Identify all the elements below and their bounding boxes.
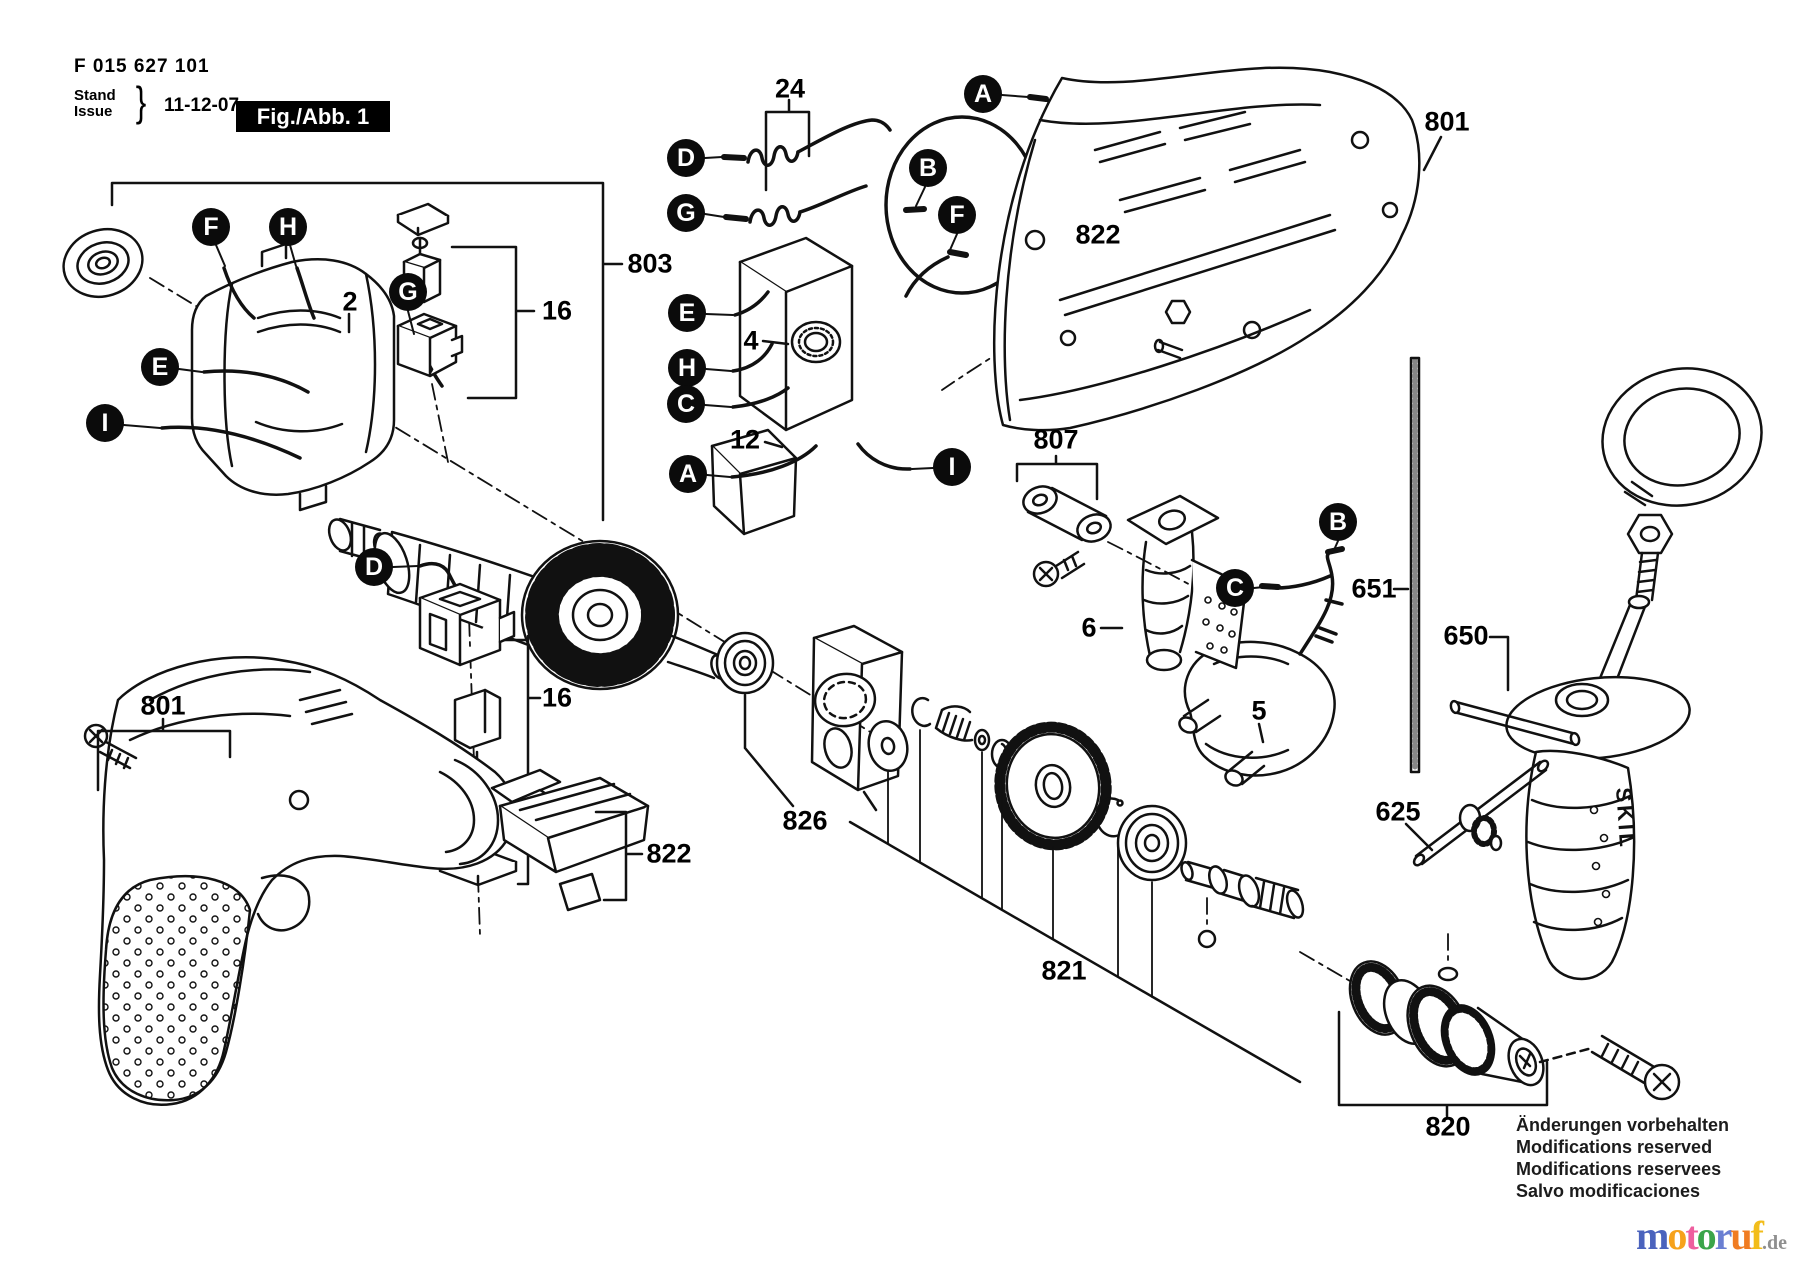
field-plate-assembly: [710, 236, 912, 536]
disclaimer-line: Modifications reserved: [1516, 1137, 1713, 1157]
stand-label: Stand: [74, 87, 116, 104]
watermark-letter: m: [1636, 1213, 1669, 1258]
armature-bearing-left: [62, 228, 144, 298]
cord-guard-6: [1099, 494, 1248, 672]
stand-issue-label: Stand Issue: [74, 88, 116, 120]
selector-lever-822: [490, 768, 650, 912]
bracket-803: [110, 181, 624, 522]
switch-assembly-top: [396, 202, 536, 400]
watermark-letter: f: [1750, 1213, 1764, 1258]
watermark-letter: o: [1696, 1213, 1717, 1258]
disclaimer-line: Änderungen vorbehalten: [1516, 1115, 1730, 1135]
letter-leader-lines: [123, 94, 1339, 589]
disclaimer-line: Modifications reservees: [1516, 1159, 1722, 1179]
side-handle-650: SKIL: [1488, 367, 1763, 980]
part-number: F 015 627 101: [74, 56, 210, 77]
stator-field-coil: [160, 242, 444, 512]
figure-label-box: Fig./Abb. 1: [236, 101, 390, 132]
disclaimer-line: Salvo modificaciones: [1516, 1181, 1701, 1201]
cord-clamp-807: [1015, 454, 1112, 588]
watermark-letter: u: [1730, 1213, 1752, 1258]
watermark-letter: r: [1714, 1213, 1733, 1258]
motoruf-logo[interactable]: motoruf.de: [1636, 1212, 1787, 1259]
gear-train-821: [848, 696, 1305, 1084]
watermark-letter: t: [1685, 1213, 1698, 1258]
motor-housing-half: [992, 66, 1443, 432]
drill-chuck-820: [1337, 960, 1681, 1118]
depth-rod-651: [1392, 356, 1421, 774]
gearcase-plate-826: [715, 624, 904, 812]
drill-housing-half: [83, 656, 516, 1106]
watermark-letter: o: [1667, 1213, 1687, 1258]
issue-date: 11-12-07: [164, 95, 240, 116]
brace-glyph: }: [135, 78, 147, 125]
issue-label: Issue: [74, 103, 113, 120]
chuck-key-625: [1404, 699, 1581, 867]
watermark-suffix: .de: [1762, 1232, 1787, 1254]
handle-brand-text: SKIL: [1611, 787, 1640, 851]
